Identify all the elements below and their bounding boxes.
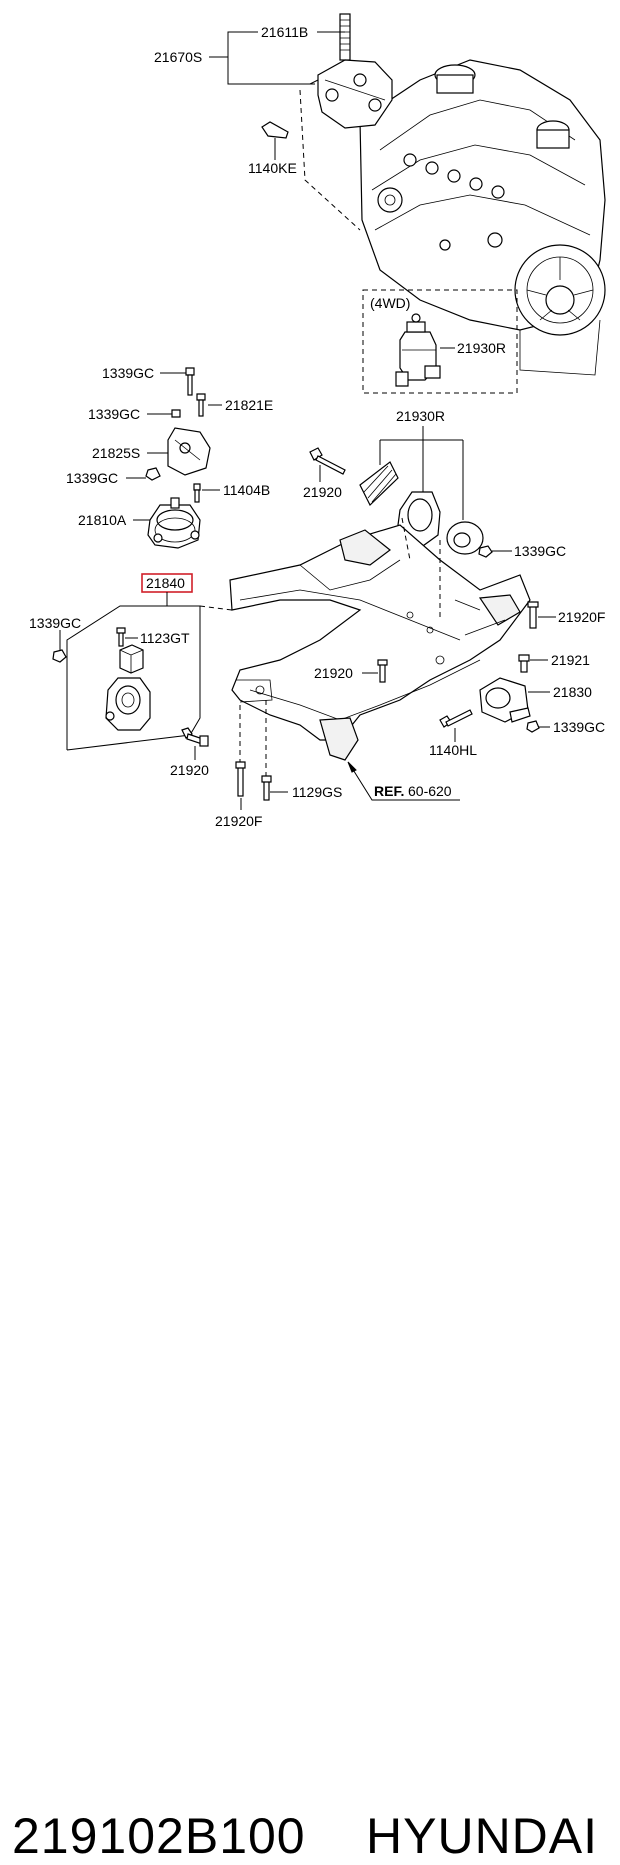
subframe-illustration: [229, 524, 531, 761]
label-1339GC-2: 1339GC: [88, 406, 140, 422]
part-number-text: 219102B100: [12, 1808, 306, 1864]
left-mount-illustration: [145, 367, 211, 549]
right-mount-illustration: [377, 601, 540, 733]
label-21920-c: 21920: [170, 762, 209, 778]
label-1140KE: 1140KE: [248, 160, 297, 176]
label-1339GC-5: 1339GC: [29, 615, 81, 631]
label-1140HL: 1140HL: [429, 742, 477, 758]
brand-text: HYUNDAI: [366, 1808, 599, 1864]
label-21670S: 21670S: [154, 49, 202, 65]
label-1339GC-3: 1339GC: [66, 470, 118, 486]
label-21920-b: 21920: [314, 665, 353, 681]
label-21920F-b: 21920F: [215, 813, 262, 829]
label-21920F-a: 21920F: [558, 609, 605, 625]
label-1123GT: 1123GT: [140, 630, 190, 646]
label-21810A: 21810A: [78, 512, 127, 528]
label-1129GS: 1129GS: [292, 784, 342, 800]
label-4wd: (4WD): [370, 295, 410, 311]
engine-bracket-illustration: [261, 13, 393, 139]
rear-mount-illustration: [309, 447, 493, 566]
label-21840: 21840: [146, 575, 185, 591]
label-21611B: 21611B: [261, 24, 308, 40]
label-11404B: 11404B: [223, 482, 270, 498]
label-21821E: 21821E: [225, 397, 273, 413]
4wd-box: [362, 289, 518, 394]
label-1339GC-6: 1339GC: [553, 719, 605, 735]
label-21930R-4wd: 21930R: [457, 340, 506, 356]
caption-bar: 219102B100 HYUNDAI: [0, 900, 620, 1864]
ref-label-bold: REF.: [374, 783, 404, 799]
label-1339GC-4: 1339GC: [514, 543, 566, 559]
21840-mount-illustration: [52, 627, 209, 747]
label-21825S: 21825S: [92, 445, 140, 461]
label-21920-a: 21920: [303, 484, 342, 500]
ref-label-number: 60-620: [408, 783, 452, 799]
label-21930R: 21930R: [396, 408, 445, 424]
4wd-mount-illustration: [395, 313, 441, 387]
label-21830: 21830: [553, 684, 592, 700]
bottom-bolts-illustration: [235, 700, 272, 801]
parts-diagram-svg: 21611B 21670S 1140KE (4WD) 21930R: [29, 13, 606, 829]
label-1339GC-1: 1339GC: [102, 365, 154, 381]
parts-diagram: 21611B 21670S 1140KE (4WD) 21930R: [0, 0, 620, 880]
label-21921: 21921: [551, 652, 590, 668]
engine-illustration: [359, 59, 606, 376]
